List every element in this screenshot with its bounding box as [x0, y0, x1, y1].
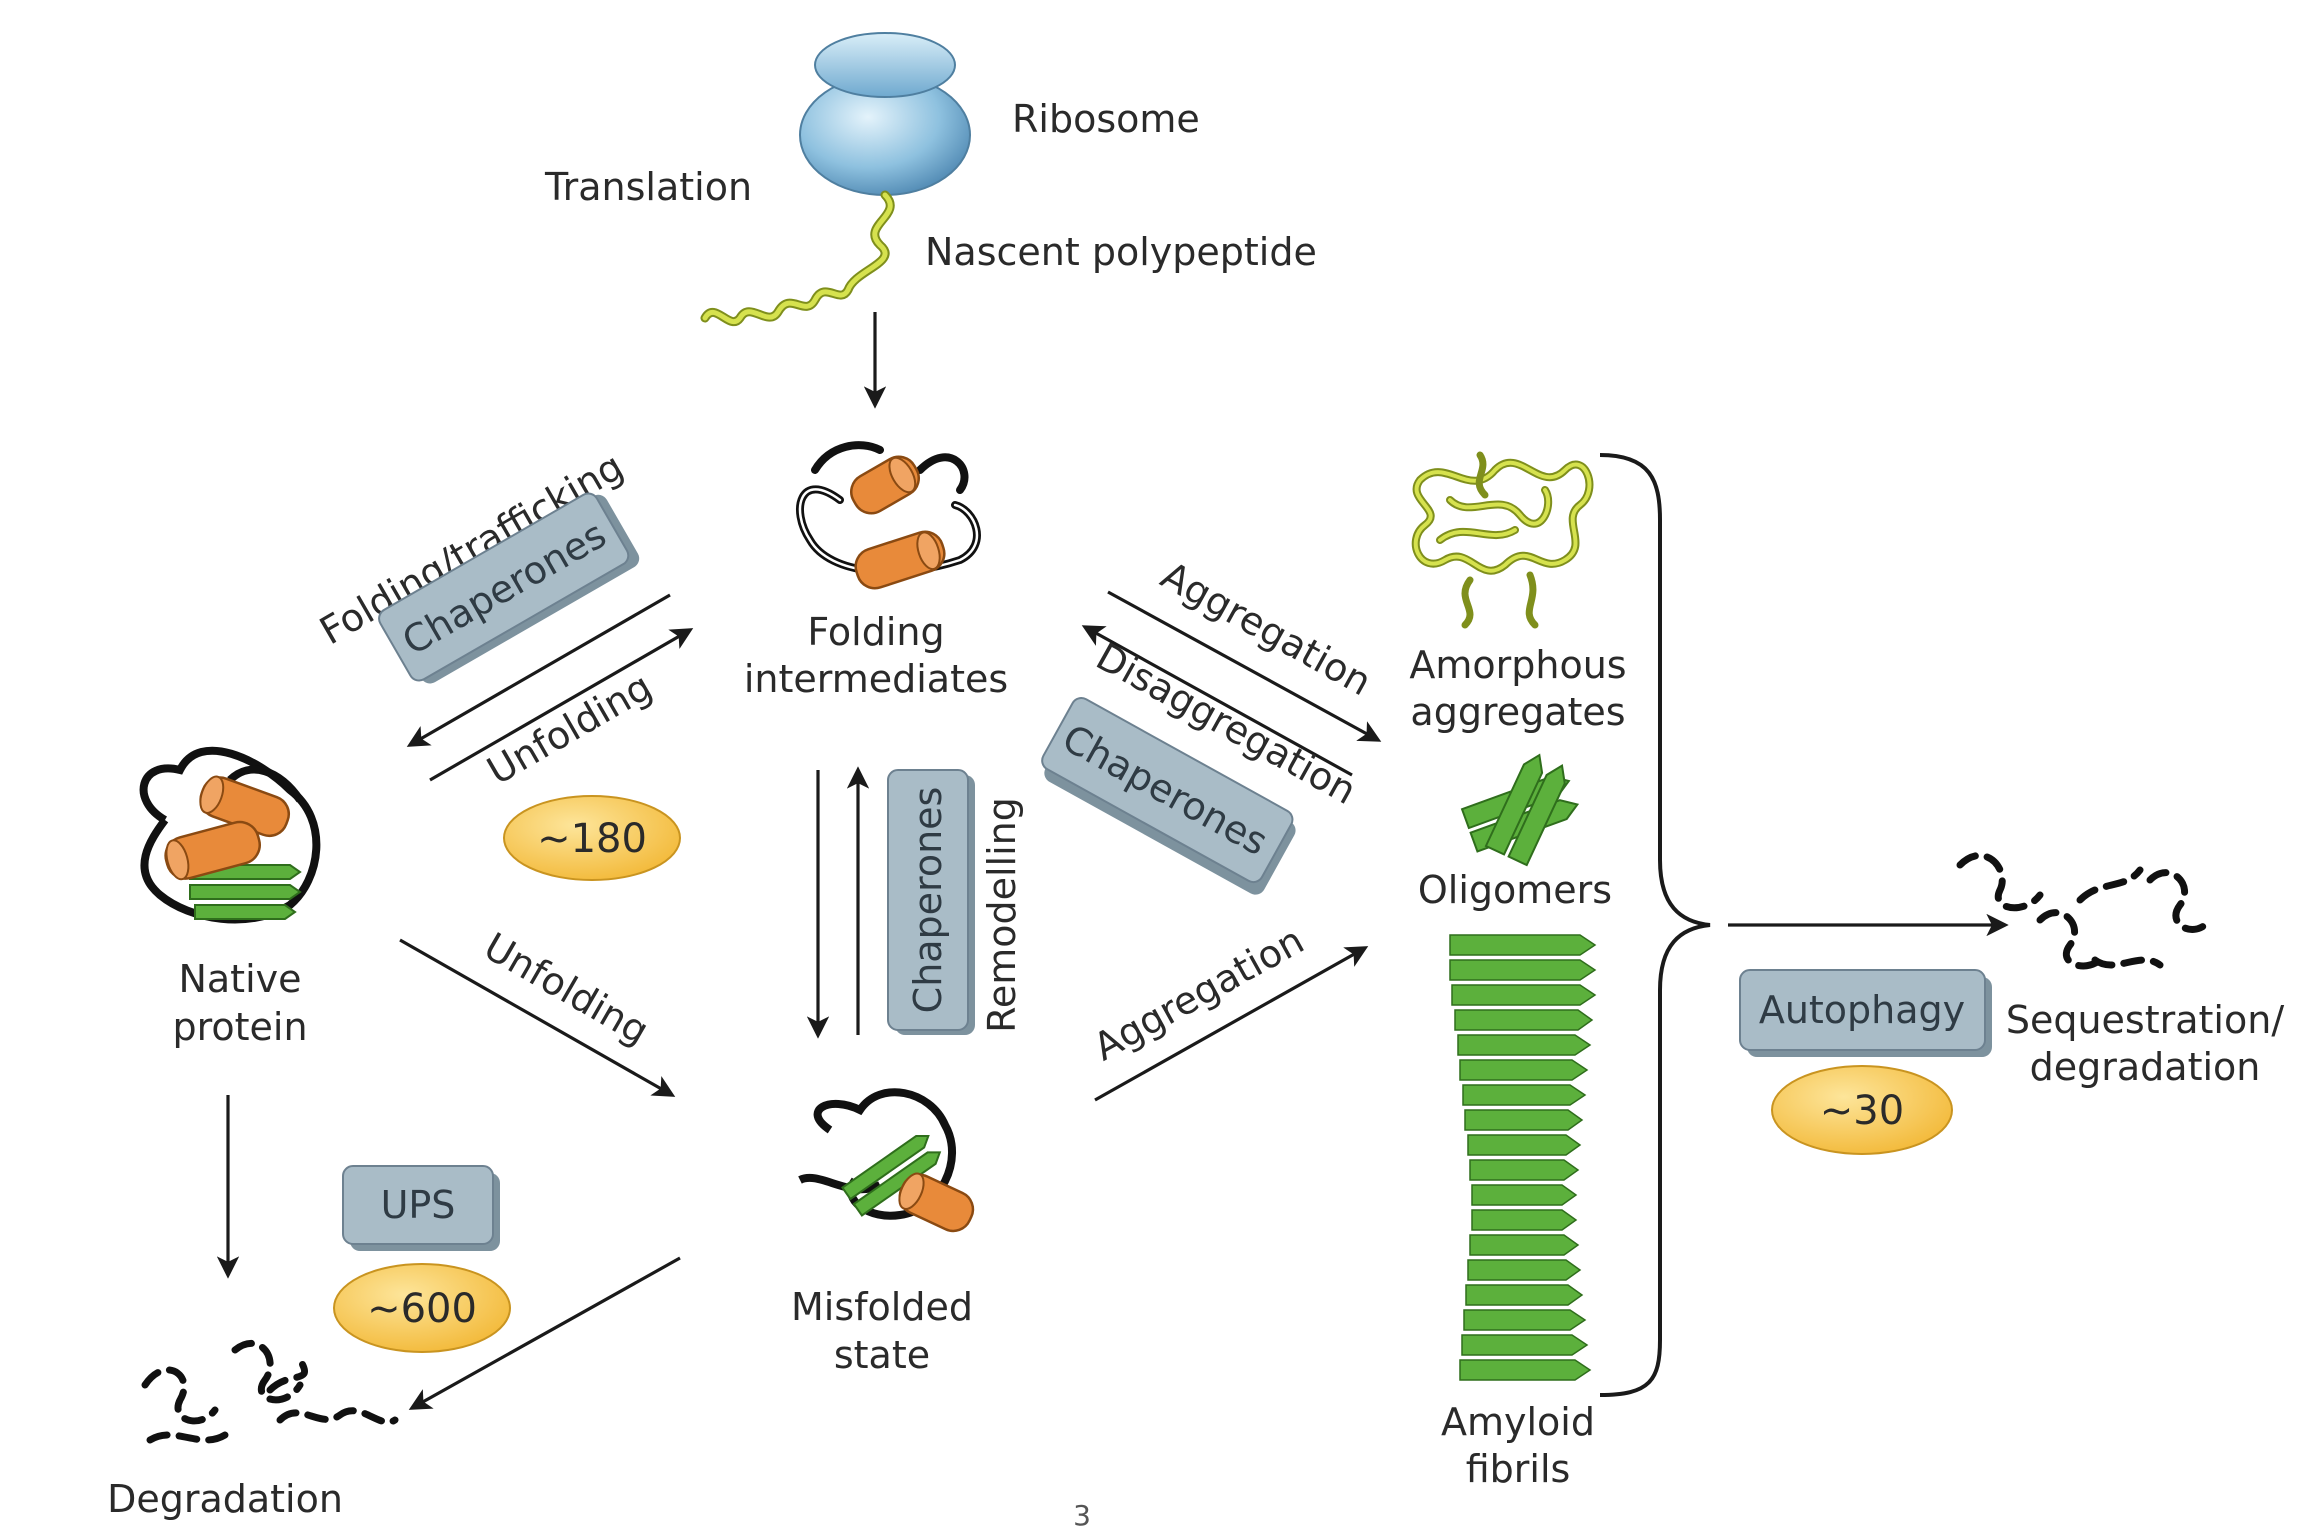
translation-label: Translation — [544, 165, 752, 209]
arrow-disaggregation — [1081, 625, 1353, 777]
count-chaperones: ~180 — [537, 816, 647, 862]
native-protein-label-line1: Native — [178, 957, 301, 1001]
chaperones-box-vertical: Chaperones — [887, 769, 975, 1035]
arrow-misfolded-to-degradation — [408, 1256, 681, 1410]
sequestration-label-line2: degradation — [2030, 1045, 2261, 1089]
native-protein-icon — [139, 746, 321, 924]
amorphous-aggregates-label-line1: Amorphous — [1409, 643, 1626, 687]
ribosome-icon — [799, 32, 971, 196]
amorphous-aggregates-icon — [1411, 451, 1594, 629]
chaperones-box-vertical-label: Chaperones — [906, 787, 950, 1014]
native-protein-label-line2: protein — [172, 1005, 307, 1049]
page-number: 3 — [1073, 1499, 1091, 1529]
autophagy-box-label: Autophagy — [1759, 988, 1965, 1032]
count-autophagy: ~30 — [1820, 1088, 1904, 1134]
amorphous-aggregates-label-line2: aggregates — [1410, 690, 1625, 734]
aggregates-brace — [1599, 453, 1711, 1397]
folding-intermediates-label-line1: Folding — [807, 610, 944, 654]
count-oval-ups: ~600 — [333, 1263, 511, 1353]
amyloid-fibrils-label-line1: Amyloid — [1441, 1400, 1595, 1444]
autophagy-box: Autophagy — [1739, 969, 1992, 1057]
nascent-polypeptide-label: Nascent polypeptide — [925, 230, 1317, 274]
arrow-aggregation-upper — [1107, 590, 1382, 742]
sequestration-fragments-icon — [1956, 852, 2214, 970]
oligomers-icon — [1460, 753, 1580, 867]
nascent-polypeptide-icon — [700, 190, 895, 327]
folding-intermediates-icon — [796, 441, 981, 590]
misfolded-state-label-line1: Misfolded — [791, 1285, 973, 1329]
arrow-aggregation-lower — [1094, 946, 1369, 1102]
count-oval-chaperones: ~180 — [503, 795, 681, 881]
arrow-unfolding-upper — [406, 593, 671, 747]
arrow-native-to-misfolded — [399, 938, 676, 1097]
ups-box-label: UPS — [381, 1183, 456, 1227]
unfolding-upper-label: Unfolding — [480, 664, 660, 793]
degradation-fragments-icon — [141, 1340, 399, 1444]
misfolded-state-label-line2: state — [834, 1333, 930, 1377]
count-ups: ~600 — [367, 1286, 477, 1332]
misfolded-state-icon — [798, 1088, 975, 1233]
folding-intermediates-label-line2: intermediates — [744, 657, 1008, 701]
amyloid-fibrils-label-line2: fibrils — [1466, 1447, 1571, 1491]
sequestration-label-line1: Sequestration/ — [2006, 998, 2284, 1042]
count-oval-autophagy: ~30 — [1771, 1065, 1953, 1155]
arrow-folding-trafficking — [429, 628, 694, 782]
amyloid-fibrils-icon — [1449, 934, 1597, 1381]
degradation-label: Degradation — [107, 1477, 343, 1521]
aggregation-lower-label: Aggregation — [1086, 918, 1311, 1069]
ribosome-label: Ribosome — [1012, 97, 1200, 141]
ups-box: UPS — [342, 1165, 500, 1251]
oligomers-label: Oligomers — [1418, 868, 1612, 912]
remodelling-label: Remodelling — [980, 797, 1024, 1033]
